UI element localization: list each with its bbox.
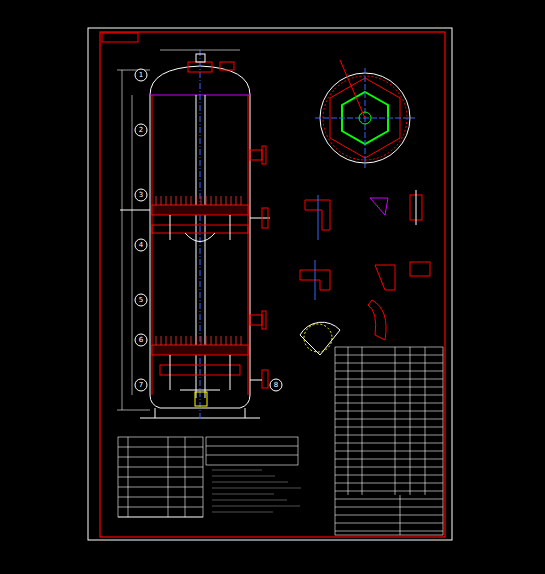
callout-circle [135, 189, 147, 201]
callout-circle [135, 294, 147, 306]
callout-circle [135, 124, 147, 136]
callout-circle [135, 69, 147, 81]
section-view [315, 60, 415, 168]
callout-number: 2 [136, 125, 146, 135]
callout-number: 7 [136, 380, 146, 390]
tech-notes [206, 437, 301, 512]
callout-number: 8 [271, 380, 281, 390]
callout-number: 3 [136, 190, 146, 200]
callout-circle [135, 239, 147, 251]
nozzle-table [118, 437, 203, 517]
corner-box [102, 33, 138, 42]
callout-number: 1 [136, 70, 146, 80]
callout-circle [270, 379, 282, 391]
border [100, 32, 445, 537]
sheet-frame [88, 28, 452, 540]
dimension-lines [117, 50, 240, 410]
callout-number: 5 [136, 295, 146, 305]
parts-list [335, 347, 443, 535]
callout-circle [135, 379, 147, 391]
detail-views [300, 190, 430, 355]
upper-tray [120, 205, 270, 242]
nozzles [220, 62, 266, 329]
lower-tray [152, 345, 268, 406]
callout-number: 4 [136, 240, 146, 250]
callout-number: 6 [136, 335, 146, 345]
callout-circle [135, 334, 147, 346]
